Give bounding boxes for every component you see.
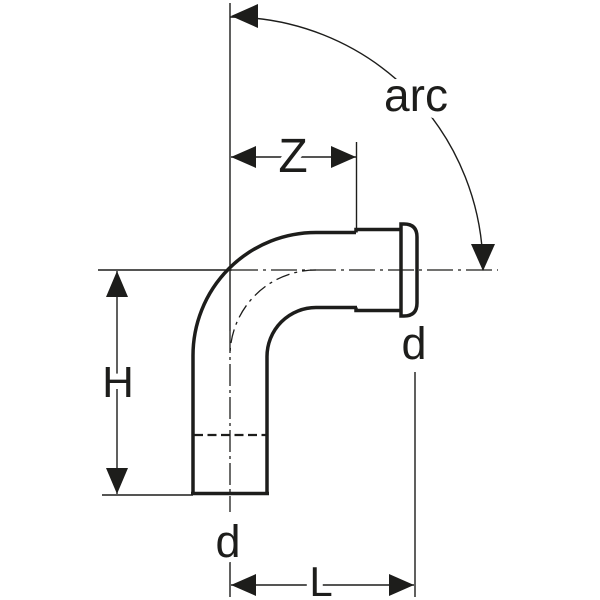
press-socket-bead xyxy=(399,222,419,318)
centerlines xyxy=(98,3,498,597)
pipe-inner-contour xyxy=(265,305,357,494)
h-arrowhead-down xyxy=(106,468,128,494)
press-socket-bottom xyxy=(354,307,401,313)
z-arrowhead-right xyxy=(331,146,356,168)
label-d-plain-end: d xyxy=(215,516,240,567)
dimension-z xyxy=(231,142,358,229)
dimension-l xyxy=(231,372,416,597)
label-arc: arc xyxy=(384,69,448,121)
dimension-arc xyxy=(229,4,495,271)
arc-dimension-curve xyxy=(229,16,484,271)
bend-centerline-curve xyxy=(229,269,317,357)
press-socket-top xyxy=(354,227,401,233)
label-z: Z xyxy=(278,130,307,183)
arc-arrowhead-bottom xyxy=(471,244,495,271)
dimension-h xyxy=(102,271,193,496)
label-l: L xyxy=(309,558,332,600)
label-h: H xyxy=(102,358,134,407)
l-arrowhead-left xyxy=(231,574,256,596)
elbow-fitting xyxy=(191,222,419,496)
h-arrowhead-up xyxy=(106,271,128,297)
label-d-socket: d xyxy=(401,318,426,369)
z-arrowhead-left xyxy=(231,146,256,168)
pipe-outer-contour xyxy=(191,230,356,494)
l-arrowhead-right xyxy=(389,574,414,596)
arc-arrowhead-top xyxy=(231,4,258,28)
